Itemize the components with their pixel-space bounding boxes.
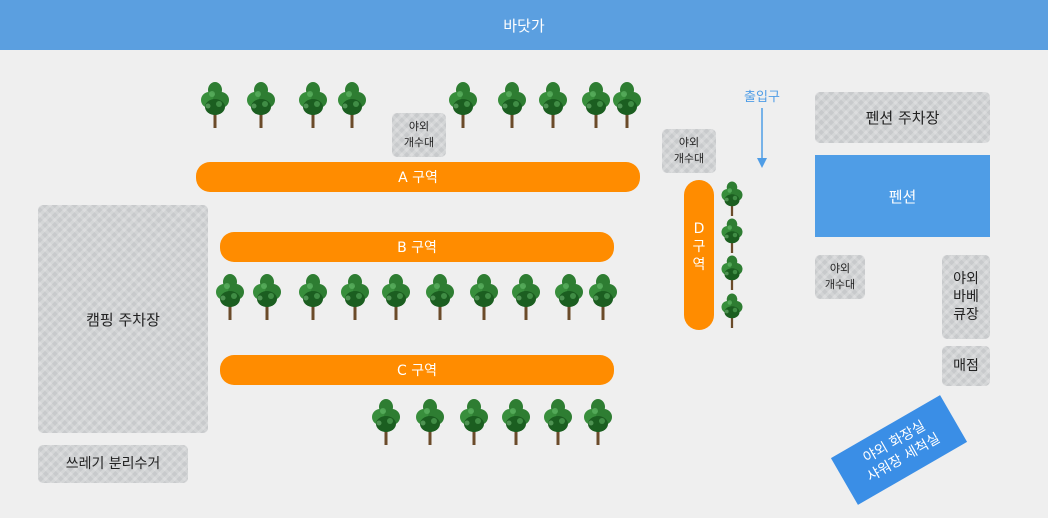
tree-icon: [299, 82, 327, 128]
tree-icon: [721, 181, 743, 216]
recycling-area[interactable]: 쓰레기 분리수거: [38, 445, 188, 483]
outdoor-sink-1-line2: 개수대: [403, 136, 435, 149]
outdoor-bbq-line3: 큐장: [953, 307, 979, 323]
entrance-label: 출입구: [744, 90, 780, 105]
tree-icon: [721, 293, 743, 328]
outdoor-sink-3-line2: 개수대: [824, 278, 856, 291]
zone-d[interactable]: D 구 역: [684, 180, 714, 330]
outdoor-bbq[interactable]: 야외 바베 큐장: [942, 255, 990, 339]
zone-b[interactable]: B 구역: [220, 232, 614, 262]
tree-icon: [299, 274, 327, 320]
tree-icon: [416, 399, 444, 445]
tree-icon: [470, 274, 498, 320]
tree-icon: [584, 399, 612, 445]
tree-icon: [460, 399, 488, 445]
tree-icon: [253, 274, 281, 320]
tree-icon: [426, 274, 454, 320]
zone-d-word2: 역: [692, 257, 706, 273]
outdoor-sink-1[interactable]: 야외 개수대: [392, 113, 446, 157]
tree-icon: [589, 274, 617, 320]
tree-icon: [721, 218, 743, 253]
pension[interactable]: 펜션: [815, 155, 990, 237]
zone-d-word1: 구: [692, 239, 706, 255]
sea-label: 바닷가: [0, 0, 1048, 50]
outdoor-sink-3[interactable]: 야외 개수대: [815, 255, 865, 299]
tree-icon: [539, 82, 567, 128]
store[interactable]: 매점: [942, 346, 990, 386]
tree-icon: [338, 82, 366, 128]
tree-icon: [498, 82, 526, 128]
tree-icon: [216, 274, 244, 320]
entrance-arrow-icon: [757, 108, 767, 168]
tree-icon: [613, 82, 641, 128]
pension-parking[interactable]: 펜션 주차장: [815, 92, 990, 143]
tree-icon: [372, 399, 400, 445]
zone-a[interactable]: A 구역: [196, 162, 640, 192]
tree-icon: [555, 274, 583, 320]
zone-d-letter: D: [693, 221, 705, 237]
tree-icon: [544, 399, 572, 445]
tree-icon: [512, 274, 540, 320]
outdoor-sink-2-line1: 야외: [678, 136, 700, 149]
outdoor-sink-2[interactable]: 야외 개수대: [662, 129, 716, 173]
tree-icon: [502, 399, 530, 445]
tree-icon: [582, 82, 610, 128]
tree-icon: [247, 82, 275, 128]
outdoor-sink-1-line1: 야외: [408, 120, 430, 133]
outdoor-sink-2-line2: 개수대: [673, 152, 705, 165]
tree-icon: [382, 274, 410, 320]
tree-icon: [449, 82, 477, 128]
tree-icon: [341, 274, 369, 320]
outdoor-bbq-line1: 야외: [953, 271, 979, 287]
outdoor-toilet-shower[interactable]: 야외 화장실 샤워장 세척실: [830, 395, 968, 505]
outdoor-sink-3-line1: 야외: [829, 262, 851, 275]
tree-icon: [201, 82, 229, 128]
zone-c[interactable]: C 구역: [220, 355, 614, 385]
outdoor-bbq-line2: 바베: [953, 289, 979, 305]
camping-parking[interactable]: 캠핑 주차장: [38, 205, 208, 433]
tree-icon: [721, 255, 743, 290]
